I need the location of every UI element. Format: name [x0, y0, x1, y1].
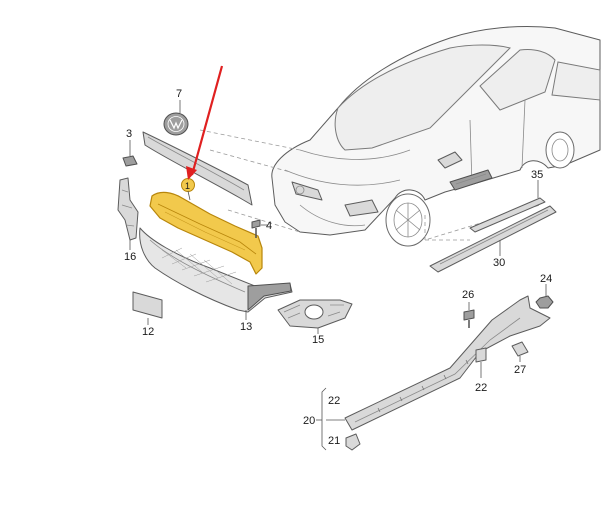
car-illustration [271, 25, 601, 247]
part-26-screw [463, 302, 475, 328]
part-4-screw [251, 219, 268, 238]
part-15-fog-grille [277, 299, 353, 334]
part-number-labels: 7 3 1 4 16 12 13 15 35 30 24 26 22 27 22… [124, 88, 552, 447]
label-part-7: 7 [176, 88, 182, 100]
part-1-grille-frame-highlighted [149, 178, 263, 275]
label-part-22-right: 22 [475, 382, 487, 394]
label-part-15: 15 [312, 334, 324, 346]
group-bracket-20 [316, 387, 345, 451]
label-part-13: 13 [240, 321, 252, 333]
label-part-12: 12 [142, 326, 154, 338]
label-part-30: 30 [493, 257, 505, 269]
label-part-4: 4 [266, 220, 272, 232]
part-24-nut [535, 284, 554, 309]
label-part-26: 26 [462, 289, 474, 301]
label-part-16: 16 [124, 251, 136, 263]
label-part-27: 27 [514, 364, 526, 376]
label-part-1: 1 [185, 181, 190, 191]
part-30-sill-trim [429, 205, 557, 273]
part-16-bracket [117, 177, 139, 250]
label-part-3: 3 [126, 128, 132, 140]
label-part-21: 21 [328, 435, 340, 447]
part-21-clip [345, 433, 361, 451]
part-27-clip [511, 341, 529, 362]
part-3-clip [122, 140, 138, 167]
red-indicator-arrow [186, 65, 224, 180]
label-part-22-left: 22 [328, 395, 340, 407]
label-part-24: 24 [540, 273, 552, 285]
label-part-20: 20 [303, 415, 315, 427]
part-22-clip [475, 347, 487, 378]
upper-trim-strip [142, 131, 253, 206]
part-35-side-trim [469, 180, 546, 233]
part-13-lower-grille [139, 227, 293, 320]
part-12-plate [132, 291, 163, 325]
side-sill-panel [344, 295, 551, 431]
highlighted-part-shape [149, 191, 263, 275]
part-7-emblem [163, 100, 189, 136]
label-part-35: 35 [531, 169, 543, 181]
